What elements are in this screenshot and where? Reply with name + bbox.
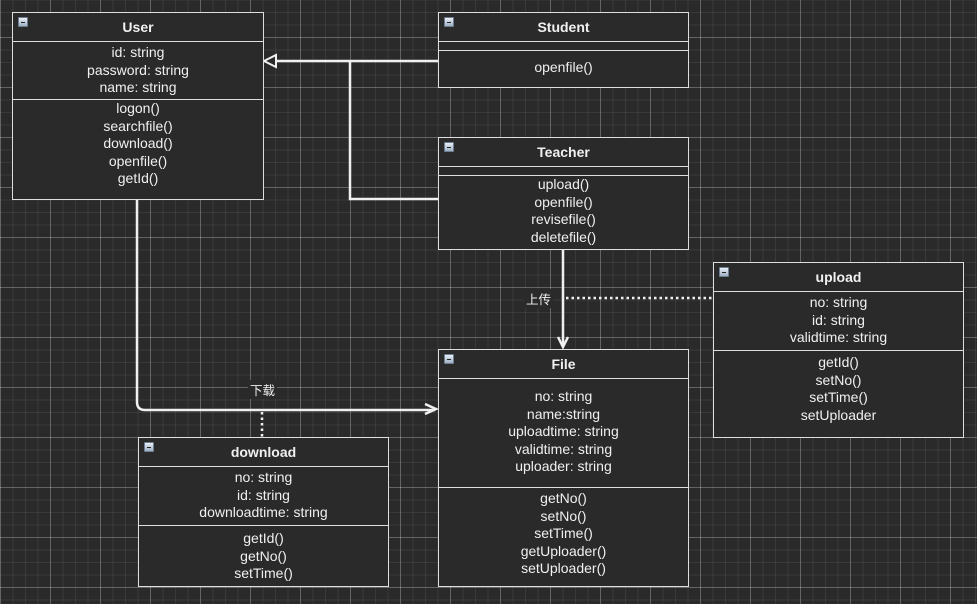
- class-name: upload: [815, 269, 862, 285]
- class-header[interactable]: upload: [714, 263, 963, 292]
- operation[interactable]: download(): [103, 135, 173, 151]
- operation[interactable]: setNo(): [815, 371, 862, 388]
- operation[interactable]: getId(): [243, 530, 284, 546]
- attribute[interactable]: validtime: string: [514, 440, 613, 457]
- attribute[interactable]: name:string: [526, 405, 601, 422]
- attribute[interactable]: id: string: [111, 44, 165, 60]
- operation[interactable]: getNo(): [240, 547, 287, 564]
- operations-section[interactable]: getId()setNo()setTime()setUploader: [714, 351, 963, 437]
- operations-section[interactable]: getId()getNo()setTime(): [139, 526, 388, 586]
- class-name: File: [551, 356, 576, 372]
- collapse-icon[interactable]: [444, 354, 454, 364]
- attribute[interactable]: validtime: string: [789, 329, 888, 345]
- attribute[interactable]: no: string: [809, 294, 868, 310]
- attribute[interactable]: name: string: [99, 79, 177, 95]
- association-user-file[interactable]: [135, 200, 435, 412]
- generalization-teacher-user[interactable]: [348, 61, 438, 201]
- operations-section[interactable]: openfile(): [439, 51, 688, 87]
- operation[interactable]: getId(): [117, 170, 159, 186]
- collapse-icon[interactable]: [719, 267, 729, 277]
- operation[interactable]: setTime(): [534, 525, 593, 541]
- class-header[interactable]: File: [439, 350, 688, 379]
- upload-edge-label: 上传: [524, 289, 554, 308]
- class-name: Teacher: [537, 144, 590, 160]
- operation[interactable]: getId(): [818, 354, 859, 370]
- association-user-file-arrowhead: [424, 402, 440, 416]
- operation[interactable]: deletefile(): [530, 228, 597, 245]
- operation[interactable]: searchfile(): [103, 117, 173, 134]
- class-header[interactable]: User: [13, 13, 263, 42]
- class-name: Student: [537, 19, 590, 35]
- operation[interactable]: getNo(): [540, 490, 587, 506]
- class-name: User: [122, 19, 154, 35]
- operation[interactable]: upload(): [537, 176, 590, 192]
- attribute[interactable]: password: string: [87, 61, 189, 78]
- operation[interactable]: openfile(): [108, 152, 168, 169]
- operation[interactable]: setTime(): [809, 389, 868, 405]
- operation[interactable]: revisefile(): [531, 211, 596, 227]
- class-header[interactable]: Teacher: [439, 138, 688, 167]
- collapse-icon[interactable]: [444, 142, 454, 152]
- class-header[interactable]: Student: [439, 13, 688, 42]
- generalization-arrowhead: [261, 53, 277, 69]
- attribute[interactable]: id: string: [812, 311, 865, 328]
- attribute[interactable]: no: string: [534, 388, 593, 404]
- operation[interactable]: logon(): [116, 100, 160, 116]
- operations-section[interactable]: upload()openfile()revisefile()deletefile…: [439, 176, 688, 249]
- association-teacher-file-arrowhead: [556, 336, 570, 350]
- operation[interactable]: setUploader(): [521, 560, 606, 576]
- attributes-section[interactable]: [439, 42, 688, 51]
- download-edge-label: 下载: [248, 380, 278, 399]
- operations-section[interactable]: logon()searchfile()download()openfile()g…: [13, 100, 263, 199]
- operation[interactable]: setNo(): [540, 507, 587, 524]
- operation[interactable]: openfile(): [534, 193, 593, 210]
- attributes-section[interactable]: [439, 167, 688, 176]
- attribute[interactable]: id: string: [237, 486, 290, 503]
- attribute[interactable]: no: string: [234, 469, 293, 485]
- operation[interactable]: setTime(): [234, 565, 293, 581]
- collapse-icon[interactable]: [144, 442, 154, 452]
- operation[interactable]: getUploader(): [520, 542, 607, 559]
- collapse-icon[interactable]: [18, 17, 28, 27]
- class-student[interactable]: Student openfile(): [438, 12, 689, 88]
- class-name: download: [230, 444, 297, 460]
- class-teacher[interactable]: Teacher upload()openfile()revisefile()de…: [438, 137, 689, 250]
- attribute[interactable]: uploadtime: string: [508, 423, 619, 439]
- attribute[interactable]: uploader: string: [515, 458, 612, 474]
- operations-section[interactable]: getNo()setNo()setTime()getUploader()setU…: [439, 488, 688, 586]
- class-header[interactable]: download: [139, 438, 388, 467]
- operation[interactable]: openfile(): [534, 59, 593, 75]
- operation[interactable]: setUploader: [800, 406, 877, 423]
- attribute[interactable]: downloadtime: string: [199, 504, 328, 520]
- collapse-icon[interactable]: [444, 17, 454, 27]
